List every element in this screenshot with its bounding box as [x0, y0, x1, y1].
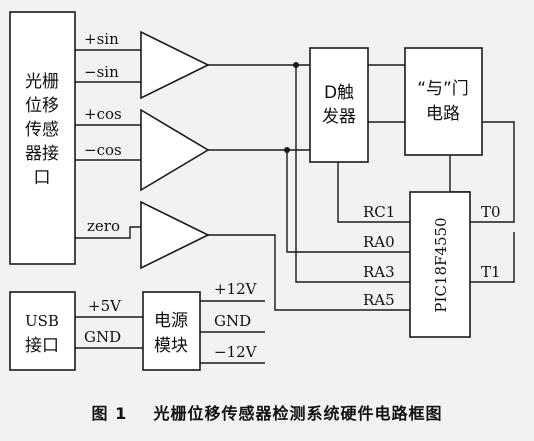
usb-interface-block	[9, 291, 76, 371]
signal-label-cos-pos: +cos	[84, 105, 122, 123]
supply-label-5v: +5V	[88, 297, 122, 315]
andgate-label-line: “与”门	[417, 79, 469, 99]
wire-dff-rc1	[337, 162, 410, 223]
wire-amp3-to-ra5	[208, 234, 410, 311]
power-label-line: 模块	[154, 336, 188, 356]
power-module-block	[142, 291, 201, 371]
wire-amp1-to-ra3	[295, 65, 410, 283]
mcu-block	[409, 191, 471, 338]
signal-label-zero: zero	[87, 217, 120, 235]
pin-label-rc1: RC1	[363, 203, 395, 221]
pin-label-t1: T1	[481, 263, 501, 281]
signal-label-cos-neg: −cos	[84, 141, 122, 159]
d-flipflop-block	[309, 47, 369, 163]
supply-label-12v-neg: −12V	[214, 343, 258, 361]
supply-label-gnd-pwr: GND	[214, 312, 251, 330]
wire-and-t0	[449, 155, 470, 193]
circuit-diagram: 光栅 位移 传感 器接 口 D触 发器 “与”门 电路 PIC18F4550 U…	[9, 11, 515, 371]
sensor-label-line: 口	[34, 168, 51, 188]
wire-t1	[470, 232, 515, 283]
flipflop-label-line: D触	[324, 83, 354, 103]
andgate-label-line: 电路	[426, 104, 460, 124]
pin-label-ra0: RA0	[363, 233, 395, 251]
figure-caption: 图 1 光栅位移传感器检测系统硬件电路框图	[91, 404, 443, 423]
wire-t0	[470, 121, 515, 223]
sensor-label-line: 传感	[25, 120, 59, 140]
wire-zero	[75, 226, 141, 239]
amplifier-zero	[140, 200, 210, 270]
junctions	[284, 62, 299, 153]
pin-label-t0: T0	[481, 203, 501, 221]
sensor-interface-block	[9, 11, 76, 265]
power-label-line: 电源	[154, 311, 188, 331]
amplifier-cos	[140, 108, 210, 192]
signal-label-sin-neg: −sin	[84, 63, 119, 81]
sensor-label-line: 光栅	[25, 72, 59, 92]
supply-label-12v-pos: +12V	[214, 280, 258, 298]
pin-label-ra3: RA3	[363, 263, 395, 281]
sensor-label-line: 器接	[25, 144, 59, 164]
sensor-label-line: 位移	[25, 96, 59, 116]
mcu-label: PIC18F4550	[432, 217, 450, 312]
flipflop-label-line: 发器	[322, 107, 356, 127]
junction-dot	[293, 62, 299, 68]
pin-label-ra5: RA5	[363, 291, 395, 309]
usb-label-line: 接口	[25, 336, 59, 356]
wire-amp2-to-ra0	[286, 150, 410, 253]
signal-label-sin-pos: +sin	[84, 30, 119, 48]
supply-label-gnd-usb: GND	[84, 328, 121, 346]
and-gate-block	[404, 47, 483, 156]
junction-dot	[284, 147, 290, 153]
amplifier-sin	[140, 30, 210, 100]
usb-label-line: USB	[25, 312, 59, 330]
